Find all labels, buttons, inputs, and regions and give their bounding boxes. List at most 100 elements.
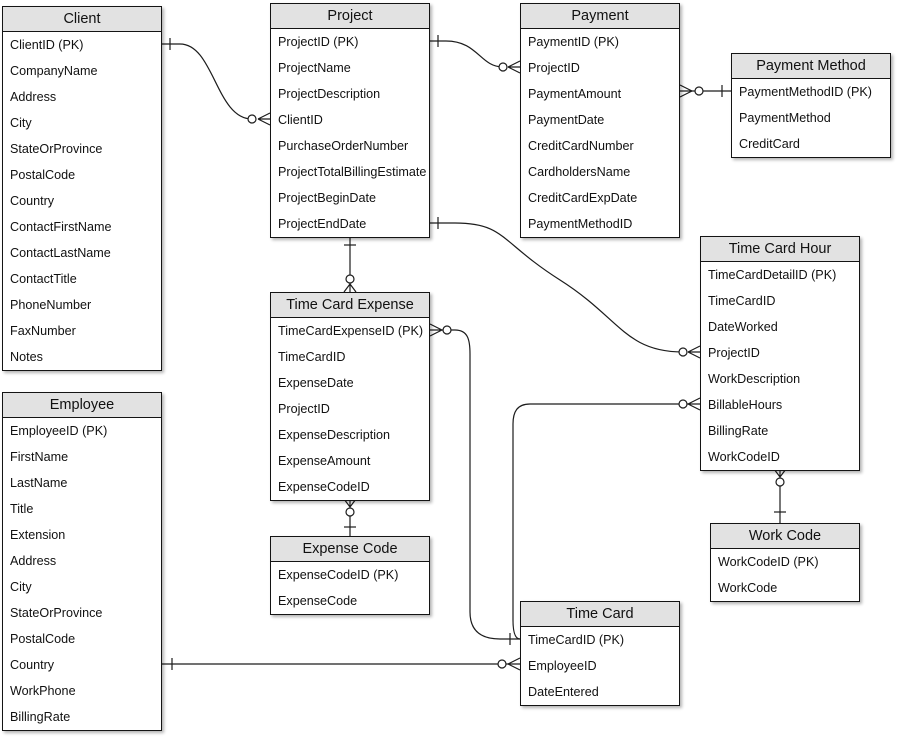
relationship-project-timecardexpense[interactable] xyxy=(343,236,357,293)
entity-time-card-hour-title: Time Card Hour xyxy=(701,237,859,262)
field-row: CardholdersName xyxy=(528,165,631,179)
entity-expense-code-title: Expense Code xyxy=(271,537,429,562)
relationship-project-payment[interactable] xyxy=(430,35,521,74)
field-row: WorkDescription xyxy=(708,372,801,386)
field-row: City xyxy=(10,580,32,594)
field-row: DateEntered xyxy=(528,685,599,699)
field-row: StateOrProvince xyxy=(10,142,103,156)
field-row: ExpenseCodeID (PK) xyxy=(278,568,399,582)
field-row: PostalCode xyxy=(10,168,76,182)
relationship-timecardexpense-expensecode[interactable] xyxy=(343,498,357,536)
relationship-timecard-timecardexpense[interactable] xyxy=(429,323,520,645)
entity-project-title: Project xyxy=(271,4,429,29)
field-row: BillableHours xyxy=(708,398,783,412)
entity-payment-title: Payment xyxy=(521,4,679,29)
field-row: StateOrProvince xyxy=(10,606,103,620)
entity-time-card-expense-title: Time Card Expense xyxy=(271,293,429,318)
field-row: PaymentAmount xyxy=(528,87,622,101)
field-row: Address xyxy=(10,554,57,568)
field-row: TimeCardExpenseID (PK) xyxy=(278,324,424,338)
field-row: ExpenseDescription xyxy=(278,428,391,442)
field-row: CreditCardNumber xyxy=(528,139,634,153)
field-row: FirstName xyxy=(10,450,69,464)
field-row: TimeCardID xyxy=(708,294,776,308)
field-row: ProjectID xyxy=(708,346,760,360)
entity-work-code-title: Work Code xyxy=(711,524,859,549)
relationship-project-timecardhour[interactable] xyxy=(430,217,701,359)
field-row: ContactTitle xyxy=(10,272,77,286)
field-row: Country xyxy=(10,194,55,208)
field-row: TimeCardID xyxy=(278,350,346,364)
field-row: Country xyxy=(10,658,55,672)
relationship-timecardhour-workcode[interactable] xyxy=(773,468,787,523)
field-row: PaymentMethodID xyxy=(528,217,633,231)
field-row: WorkCodeID xyxy=(708,450,780,464)
entity-work-code-fields: WorkCodeID (PK) WorkCode xyxy=(711,549,859,601)
field-row: EmployeeID xyxy=(528,659,597,673)
field-row: ProjectID (PK) xyxy=(278,35,359,49)
field-row: ContactFirstName xyxy=(10,220,112,234)
field-row: WorkCode xyxy=(718,581,778,595)
field-row: CreditCard xyxy=(739,137,800,151)
field-row: FaxNumber xyxy=(10,324,76,338)
entity-time-card-expense[interactable]: Time Card Expense TimeCardExpenseID (PK)… xyxy=(270,292,430,501)
field-row: PurchaseOrderNumber xyxy=(278,139,409,153)
entity-client-title: Client xyxy=(3,7,161,32)
field-row: City xyxy=(10,116,32,130)
field-row: Notes xyxy=(10,350,43,364)
field-row: ProjectDescription xyxy=(278,87,381,101)
field-row: Extension xyxy=(10,528,66,542)
field-row: BillingRate xyxy=(708,424,769,438)
relationship-employee-timecard[interactable] xyxy=(162,657,521,671)
field-row: WorkPhone xyxy=(10,684,76,698)
field-row: Title xyxy=(10,502,34,516)
entity-employee-title: Employee xyxy=(3,393,161,418)
field-row: PaymentID (PK) xyxy=(528,35,619,49)
field-row: ProjectID xyxy=(278,402,330,416)
entity-payment-method[interactable]: Payment Method PaymentMethodID (PK) Payme… xyxy=(731,53,891,158)
field-row: PaymentMethodID (PK) xyxy=(739,85,872,99)
field-row: Address xyxy=(10,90,57,104)
field-row: DateWorked xyxy=(708,320,778,334)
relationship-timecard-timecardhour[interactable] xyxy=(512,397,701,640)
field-row: ProjectEndDate xyxy=(278,217,367,231)
field-row: CompanyName xyxy=(10,64,98,78)
field-row: PaymentMethod xyxy=(739,111,831,125)
field-row: BillingRate xyxy=(10,710,71,724)
field-row: PhoneNumber xyxy=(10,298,92,312)
entity-expense-code[interactable]: Expense Code ExpenseCodeID (PK)ExpenseCo… xyxy=(270,536,430,615)
entity-payment[interactable]: Payment PaymentID (PK) ProjectID PaymentAm… xyxy=(520,3,680,238)
field-row: ExpenseDate xyxy=(278,376,354,390)
field-row: ClientID xyxy=(278,113,323,127)
field-row: PaymentDate xyxy=(528,113,605,127)
field-row: TimeCardID (PK) xyxy=(528,633,625,647)
field-row: TimeCardDetailID (PK) xyxy=(708,268,837,282)
entity-time-card-hour[interactable]: Time Card Hour TimeCardDetailID (PK)Time… xyxy=(700,236,860,471)
entity-time-card-expense-fields: TimeCardExpenseID (PK) TimeCardID ExpenseD… xyxy=(271,318,429,500)
entity-expense-code-fields: ExpenseCodeID (PK) ExpenseCode xyxy=(271,562,429,614)
relationship-client-project[interactable] xyxy=(162,38,271,126)
field-row: ExpenseCodeID xyxy=(278,480,370,494)
entity-payment-method-title: Payment Method xyxy=(732,54,890,79)
entity-work-code[interactable]: Work Code WorkCodeID (PK) WorkCode xyxy=(710,523,860,602)
field-row: CreditCardExpDate xyxy=(528,191,638,205)
field-row: ProjectTotalBillingEstimate xyxy=(278,165,427,179)
field-row: WorkCodeID (PK) xyxy=(718,555,819,569)
entity-time-card-hour-fields: TimeCardDetailID (PK) TimeCardID DateWorke… xyxy=(701,262,859,470)
field-row: ProjectBeginDate xyxy=(278,191,377,205)
field-row: LastName xyxy=(10,476,68,490)
field-row: ExpenseCode xyxy=(278,594,358,608)
field-row: EmployeeID (PK) xyxy=(10,424,108,438)
relationship-paymentmethod-payment[interactable] xyxy=(679,84,731,98)
field-row: ProjectID xyxy=(528,61,580,75)
